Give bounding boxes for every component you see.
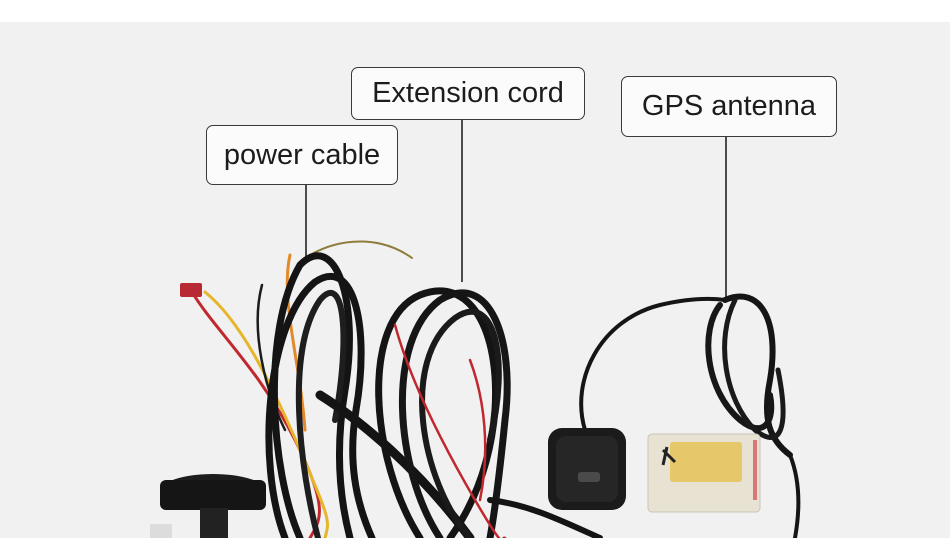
power-cable-loop-1 (270, 252, 354, 538)
mount-base-body (160, 480, 266, 510)
extension-cord-coil-2 (398, 289, 511, 538)
callout-extension-cord: Extension cord (351, 67, 585, 120)
extension-cord-red-wire (393, 323, 507, 538)
extension-cord-bundle (375, 287, 603, 538)
callout-gps-antenna: GPS antenna (621, 76, 837, 137)
extension-cord-red-wire-2 (468, 358, 487, 502)
accessory-bag (647, 433, 761, 513)
callout-gps-antenna-text: GPS antenna (641, 90, 817, 122)
power-cable-orange-wire (285, 253, 307, 432)
extension-cord-tail (487, 497, 603, 538)
gps-puck-face (556, 436, 618, 502)
power-cable-loop-2 (265, 272, 376, 538)
callout-power-cable-text: power cable (223, 138, 381, 171)
callout-extension-cord-text: Extension cord (372, 77, 564, 109)
mount-tab (150, 524, 172, 538)
power-cable-tail-wire (309, 240, 413, 259)
accessory-bag-clip (661, 446, 677, 466)
red-fuse-connector (180, 283, 202, 297)
gps-antenna-group (579, 293, 801, 538)
power-cable-loop-3 (295, 290, 347, 538)
gps-puck-emblem (578, 472, 600, 482)
gps-antenna-cable-to-puck (579, 296, 727, 432)
device-mount (150, 474, 266, 538)
gps-antenna-puck (548, 428, 626, 510)
callout-leader-lines (305, 120, 727, 298)
power-cable-yellow-wire (203, 290, 329, 538)
accessory-bag-adhesive (670, 442, 742, 482)
mount-stem (200, 508, 228, 538)
gps-antenna-tail (788, 453, 801, 538)
accessory-bag-seal (753, 440, 757, 500)
callout-power-cable: power cable (206, 125, 398, 185)
extension-cord-coil-3 (419, 308, 502, 538)
gps-antenna-coil-2 (705, 302, 775, 431)
gps-antenna-coil-3 (722, 297, 786, 440)
